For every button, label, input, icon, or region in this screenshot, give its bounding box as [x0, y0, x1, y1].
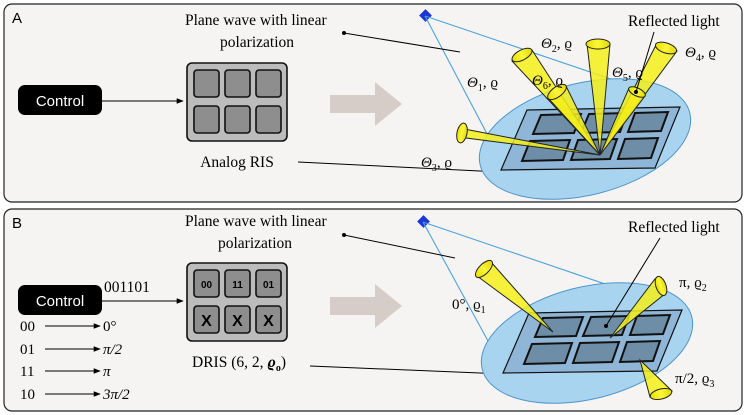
- mapping-phase: 0°: [103, 319, 117, 335]
- phase-mapping-table: 00 0° 01 π/2 11 π 10 3π/2: [20, 319, 130, 403]
- dris-cell-mark: X: [232, 313, 243, 330]
- analog-ris-leader: [297, 161, 501, 173]
- dris-cell: [193, 305, 220, 334]
- mapping-code: 01: [20, 342, 35, 358]
- panel-a: A Plane wave with linear polarization Co…: [3, 3, 743, 203]
- beam-theta6-cap: [547, 83, 567, 101]
- panel-b-label: B: [12, 215, 22, 232]
- surface-cell: [571, 340, 621, 365]
- dris-label: DRIS (6, 2, ϱo): [192, 354, 286, 374]
- beam-theta3-cap: [456, 122, 468, 144]
- analog-ris-cell: [224, 105, 251, 134]
- plane-wave-label-b-line2: polarization: [218, 235, 292, 252]
- beams-b: [474, 259, 673, 401]
- plane-wave-leader-b: [343, 234, 456, 259]
- beam-half-pi-phase-cap: [649, 387, 673, 401]
- mapping-code: 10: [20, 387, 35, 403]
- dris-cell: [224, 305, 251, 334]
- reflected-light-label-b: Reflected light: [628, 219, 720, 236]
- beam-label-theta3: Θ3, ϱ: [421, 155, 452, 174]
- dris-cell-mark: X: [201, 313, 212, 330]
- beam-theta4-cap: [654, 41, 678, 55]
- beam-label-theta2: Θ2, ϱ: [541, 36, 572, 55]
- beam-label-theta5: Θ5, ϱ: [612, 65, 643, 84]
- surface-cell: [533, 315, 585, 339]
- control-box-a: [18, 85, 102, 115]
- flow-arrow-b: [330, 284, 402, 328]
- mapping-phase: 3π/2: [102, 387, 130, 403]
- reflected-leader-dot-b: [604, 324, 608, 328]
- dris-cell-labels: 00 11 01 X X X: [201, 280, 275, 330]
- reflected-leader-b: [605, 237, 661, 327]
- beam-theta1-cap: [511, 47, 533, 63]
- dris-cell-code: 01: [263, 280, 275, 291]
- reflected-light-label-a: Reflected light: [628, 13, 720, 30]
- dris-cell: [255, 305, 282, 334]
- mapping-code: 11: [20, 364, 34, 380]
- beam-pi-phase-cap: [654, 275, 668, 297]
- plane-wave-leader-a: [343, 32, 461, 53]
- analog-ris-label: Analog RIS: [200, 154, 274, 171]
- plane-wave-label-b-line1: Plane wave with linear: [185, 213, 327, 230]
- analog-ris-cell: [193, 69, 220, 98]
- analog-ris-cell: [255, 105, 282, 134]
- dris-cell-code: 00: [201, 280, 213, 291]
- dris-cell-mark: X: [263, 313, 274, 330]
- surface-cell: [628, 313, 672, 337]
- mapping-phase: π/2: [103, 342, 123, 358]
- panel-a-label: A: [12, 10, 22, 27]
- control-label-b: Control: [36, 293, 84, 310]
- surface-cell: [522, 341, 574, 366]
- plane-wave-leader-dot-b: [342, 233, 346, 237]
- analog-ris-cell: [193, 105, 220, 134]
- dris-cell: [255, 269, 282, 298]
- flow-arrow-a: [330, 82, 402, 126]
- beam-label-theta6: Θ6, ϱ: [532, 73, 563, 92]
- control-box-b: [18, 285, 102, 315]
- dris-cell-code: 11: [232, 280, 243, 291]
- dris-cells: [193, 269, 282, 334]
- dris-leader: [309, 365, 505, 375]
- analog-ris-cell: [255, 69, 282, 98]
- dris-cell: [193, 269, 220, 298]
- source-diamond-icon-b: [417, 215, 430, 228]
- beam-label-theta4: Θ4, ϱ: [685, 45, 716, 64]
- panel-b: B Plane wave with linear polarization Co…: [3, 208, 743, 412]
- plane-wave-leader-dot-a: [342, 31, 346, 35]
- surface-cell: [616, 136, 660, 161]
- beam-theta2-cap: [585, 38, 611, 50]
- dris-cell: [224, 269, 251, 298]
- analog-ris-cells: [193, 69, 282, 134]
- source-diamond-icon: [419, 9, 432, 22]
- mapping-code: 00: [20, 319, 35, 335]
- control-bits: 001101: [104, 279, 150, 296]
- reflected-leader-dot-a: [634, 90, 638, 94]
- surface-cell: [618, 339, 662, 364]
- beam-label-zero-phase: 0°, ϱ1: [452, 297, 486, 316]
- analog-ris-cell: [224, 69, 251, 98]
- beam-label-theta1: Θ1, ϱ: [467, 75, 498, 94]
- beam-zero-phase-cap: [474, 259, 494, 279]
- reflected-leader-a: [635, 31, 655, 93]
- control-label-a: Control: [36, 93, 84, 110]
- beam-label-half-pi-phase: π/2, ϱ3: [675, 371, 714, 390]
- plane-wave-label-a-line1: Plane wave with linear: [185, 12, 327, 29]
- mapping-phase: π: [103, 364, 111, 380]
- beam-label-pi-phase: π, ϱ2: [679, 275, 707, 294]
- plane-wave-label-a-line2: polarization: [220, 34, 294, 51]
- surface-cell: [626, 110, 670, 134]
- beams-a: [456, 38, 678, 156]
